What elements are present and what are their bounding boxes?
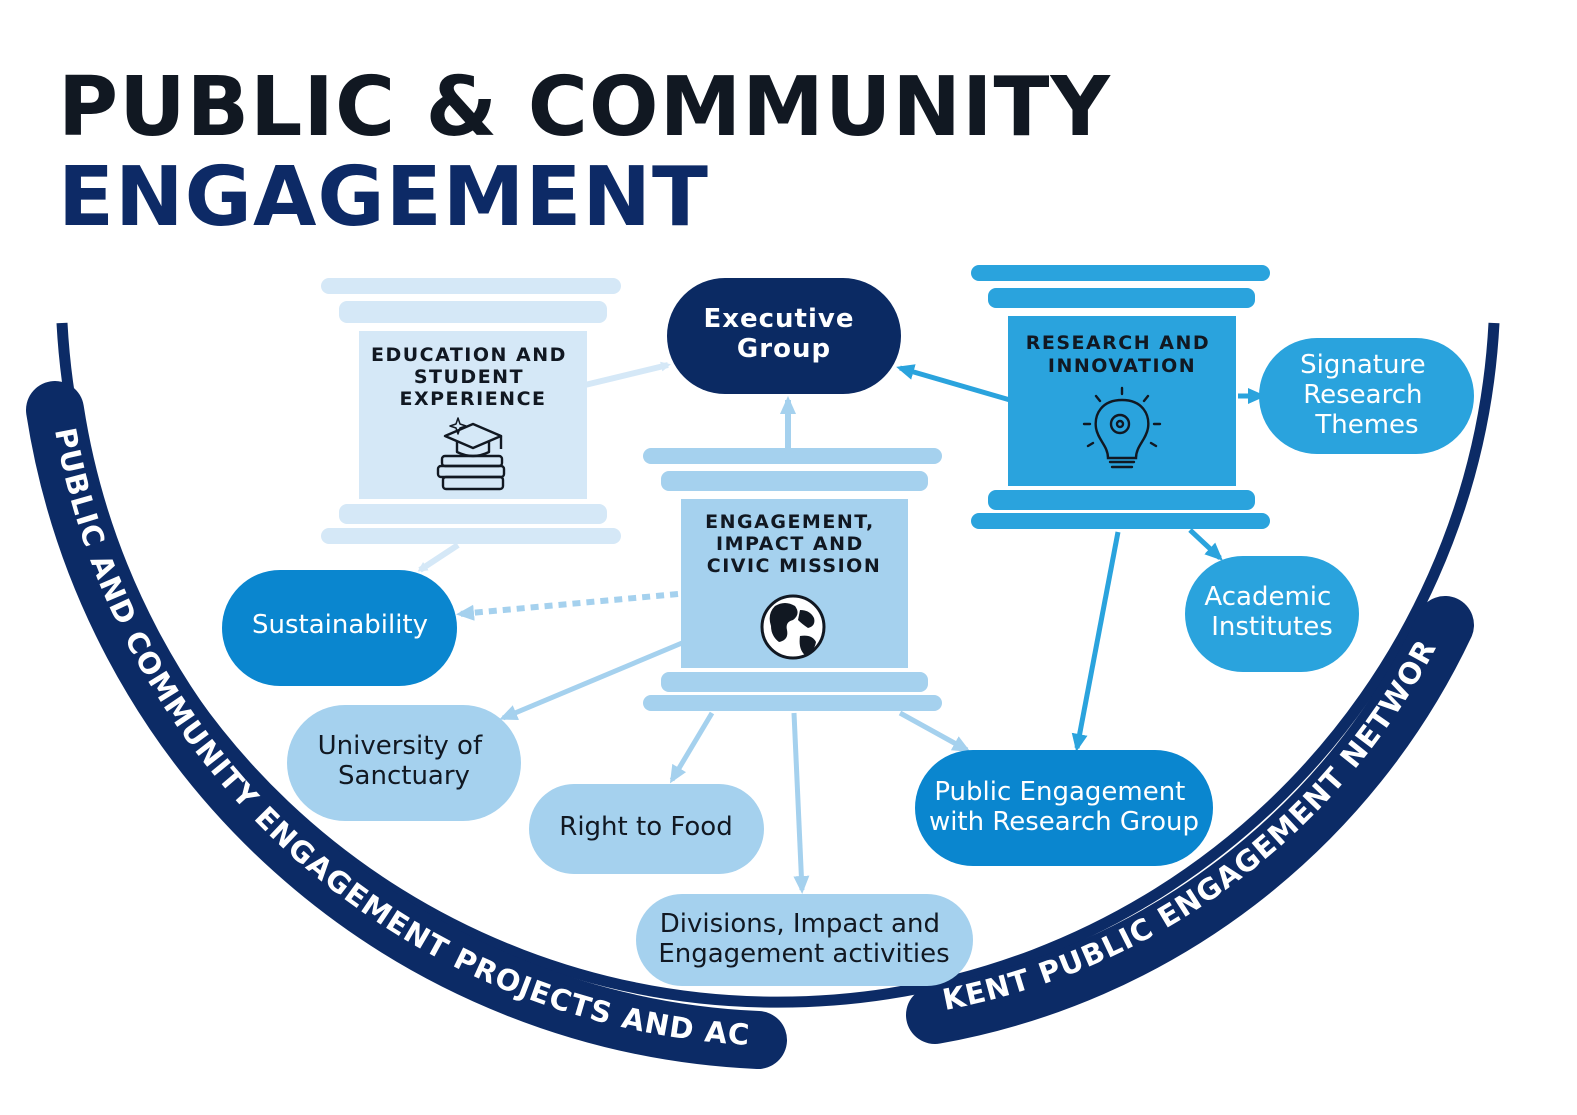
pillar-education-label-1: EDUCATION AND — [371, 344, 567, 366]
pillar-education-label-2: STUDENT — [414, 366, 524, 388]
node-institutes-label-1: Academic — [1204, 582, 1331, 612]
node-university-of-sanctuary[interactable]: University of Sanctuary — [287, 705, 521, 821]
arrow-engagement-to-divisions — [791, 712, 810, 894]
arrow-research-to-executive — [896, 364, 1011, 403]
node-sustainability[interactable]: Sustainability — [222, 570, 457, 686]
globe-icon — [760, 594, 826, 660]
node-executive-label-2: Group — [737, 334, 831, 364]
lightbulb-gear-head-icon — [1082, 386, 1162, 469]
arrow-research-to-pewrg — [1071, 531, 1121, 752]
arrow-engagement-to-food — [669, 711, 715, 784]
arrow-education-to-sustainability — [417, 542, 460, 573]
node-right-to-food[interactable]: Right to Food — [529, 784, 764, 874]
pillar-research-label-2: INNOVATION — [1048, 355, 1196, 377]
node-pewrg-label-1: Public Engagement — [934, 777, 1185, 807]
node-pewrg-label-2: with Research Group — [929, 807, 1199, 837]
node-sanctuary-label-2: Sanctuary — [338, 761, 470, 791]
arrow-education-to-executive — [584, 361, 671, 388]
pillar-engagement-label-1: ENGAGEMENT, — [705, 511, 875, 533]
arrow-engagement-to-sustainability — [456, 591, 679, 621]
svg-text:RESEARCH AND INNOVATION: RESEARCH AND INNOVATION — [1026, 332, 1219, 377]
pillar-engagement-label-3: CIVIC MISSION — [707, 555, 881, 577]
node-sanctuary-label-1: University of — [318, 731, 483, 761]
node-signature-label-3: Themes — [1314, 410, 1418, 440]
svg-text:Right to Food: Right to Food — [559, 812, 732, 842]
svg-text:University of Sanctuary: University of Sanctuary — [318, 731, 491, 791]
svg-text:Divisions, Impact and En: Divisions, Impact and Engagement activit… — [658, 909, 949, 969]
svg-text:Academic Institutes: Academic Institutes — [1204, 582, 1339, 642]
svg-text:Sustainability: Sustainability — [252, 610, 428, 640]
arrow-research-to-institutes — [1188, 528, 1223, 561]
svg-text:ENGAGEMENT, IMPACT AND: ENGAGEMENT, IMPACT AND CIVIC MISSION — [705, 511, 883, 577]
pillar-research-label-1: RESEARCH AND — [1026, 332, 1210, 354]
node-food-label: Right to Food — [559, 812, 732, 842]
pillar-engagement: ENGAGEMENT, IMPACT AND CIVIC MISSION — [643, 448, 942, 711]
svg-text:EDUCATION AND STUDENT: EDUCATION AND STUDENT EXPERIENCE — [371, 344, 575, 410]
node-sustainability-label: Sustainability — [252, 610, 428, 640]
page-title-line-2: ENGAGEMENT — [58, 150, 709, 245]
node-signature-label-1: Signature — [1300, 350, 1425, 380]
node-divisions-label-1: Divisions, Impact and — [660, 909, 940, 939]
node-signature-research-themes[interactable]: Signature Research Themes — [1259, 338, 1474, 454]
node-executive-group[interactable]: Executive Group — [667, 278, 901, 394]
node-academic-institutes[interactable]: Academic Institutes — [1185, 556, 1359, 672]
node-public-engagement-research-group[interactable]: Public Engagement with Research Group — [915, 750, 1213, 866]
page-title-line-1: PUBLIC & COMMUNITY — [58, 60, 1111, 155]
node-divisions-impact-engagement[interactable]: Divisions, Impact and Engagement activit… — [636, 894, 973, 986]
node-institutes-label-2: Institutes — [1211, 612, 1333, 642]
connectors — [417, 361, 1266, 894]
svg-text:Signature Research: Signature Research Themes — [1300, 350, 1434, 440]
svg-text:Executive Group: Executive Group — [703, 304, 864, 364]
pillar-research: RESEARCH AND INNOVATION — [971, 265, 1270, 529]
graduation-books-icon — [436, 417, 506, 491]
arrow-engagement-to-sanctuary — [499, 640, 683, 721]
pillar-education: EDUCATION AND STUDENT EXPERIENCE — [321, 278, 621, 544]
node-executive-label-1: Executive — [703, 304, 854, 334]
arrow-engagement-to-pewrg — [898, 710, 971, 753]
left-arc-banner: PUBLIC AND COMMUNITY ENGAGEMENT PROJECTS… — [0, 0, 787, 1069]
node-signature-label-2: Research — [1303, 380, 1422, 410]
svg-text:Public Engagement with R: Public Engagement with Research Group — [929, 777, 1199, 837]
pillar-engagement-label-2: IMPACT AND — [716, 533, 864, 555]
pillar-education-label-3: EXPERIENCE — [399, 388, 546, 410]
node-divisions-label-2: Engagement activities — [658, 939, 949, 969]
